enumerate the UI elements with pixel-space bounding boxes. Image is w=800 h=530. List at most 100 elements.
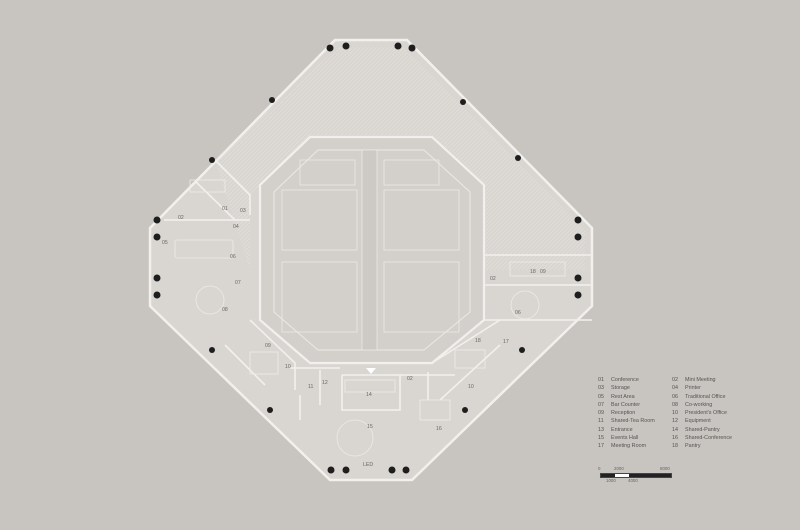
legend-number: 05 [598, 393, 604, 400]
legend-number: 03 [598, 385, 604, 392]
legend-entry: 13 Entrance [598, 426, 672, 434]
interior-walls [164, 159, 592, 420]
room-tag-05: 05 [162, 240, 168, 246]
legend-room-name: Events Hall [611, 435, 639, 442]
legend-entry: 03 Storage [598, 384, 672, 392]
legend-number: 02 [672, 377, 678, 383]
legend-room-name: Entrance [611, 426, 633, 433]
legend-room-name: Bar Counter [611, 401, 641, 408]
room-tag-10: 10 [285, 364, 291, 370]
legend-number: 09 [598, 410, 604, 417]
core-rooms [281, 159, 460, 333]
legend-entry: 16 Shared-Conference [672, 434, 746, 442]
room-tag-01: 01 [222, 206, 228, 212]
room-tag-07: 07 [235, 280, 241, 286]
room-tag-03: 03 [240, 208, 246, 214]
room-tag-09: 09 [265, 343, 271, 349]
legend-room-name: Traditional Office [685, 393, 726, 400]
legend-number: 11 [598, 418, 604, 425]
legend-room-name: Shared-Pantry [685, 426, 720, 433]
legend-room-name: Pantry [685, 443, 701, 450]
legend-room-name: Mini Meeting [685, 377, 716, 383]
legend-number: 17 [598, 443, 604, 450]
room-tag-08: 08 [222, 307, 228, 313]
legend-entry: 06 Traditional Office [672, 393, 746, 401]
scale-bar: 0 2000 8000 1000 4000 [598, 466, 688, 488]
scale-tick-4000: 4000 [628, 478, 638, 483]
legend-room-name: Printer [685, 385, 701, 392]
legend-number: 15 [598, 435, 604, 442]
legend-entry: 07 Bar Counter [598, 401, 672, 409]
legend-row: 15 Events Hall 16 Shared-Conference [598, 434, 748, 442]
legend-number: 16 [672, 435, 678, 442]
legend-row: 09 Reception 10 President's Office [598, 409, 748, 417]
room-tag-09-alt: 09 [540, 269, 546, 275]
legend-room-name: Conference [611, 377, 639, 383]
legend-room-name: Meeting Room [611, 443, 647, 450]
room-tag-14: 14 [366, 392, 372, 398]
legend-number: 06 [672, 393, 678, 400]
legend-number: 18 [672, 443, 678, 450]
room-tag-17: 17 [503, 339, 509, 345]
scale-bar-segments [600, 473, 672, 478]
legend-row: 05 Rest Area 06 Traditional Office [598, 393, 748, 401]
open-office-area [215, 47, 585, 270]
room-tag-12: 12 [322, 380, 328, 386]
legend-entry: 02 Mini Meeting [672, 376, 746, 384]
legend-row: 07 Bar Counter 08 Co-working [598, 401, 748, 409]
legend-room-name: Co-working [685, 401, 713, 408]
room-tag-10-alt: 10 [468, 384, 474, 390]
legend-number: 12 [672, 418, 678, 425]
legend-entry: 12 Equipment [672, 417, 746, 425]
legend-row: 01 Conference 02 Mini Meeting [598, 376, 748, 384]
legend-room-name: Storage [611, 385, 630, 392]
furniture [174, 179, 566, 457]
scale-tick-8000: 8000 [660, 466, 670, 471]
scale-tick-1000: 1000 [606, 478, 616, 483]
room-tag-18-alt: 18 [530, 269, 536, 275]
legend-number: 13 [598, 426, 604, 433]
led-label: LED [363, 462, 373, 468]
room-tag-06-alt: 06 [515, 310, 521, 316]
legend-entry: 01 Conference [598, 376, 672, 384]
legend-entry: 05 Rest Area [598, 393, 672, 401]
legend-number: 14 [672, 426, 678, 433]
room-tag-02-alt: 02 [178, 215, 184, 221]
legend-room-name: Shared-Tea Room [611, 418, 655, 425]
room-tag-02-alt: 02 [407, 376, 413, 382]
entrance-arrow-icon [366, 368, 376, 374]
room-tag-15: 15 [367, 424, 373, 430]
scale-tick-2000: 2000 [614, 466, 624, 471]
room-tag-04: 04 [233, 224, 239, 230]
scale-tick-0: 0 [598, 466, 601, 471]
legend-entry: 10 President's Office [672, 409, 746, 417]
legend-room-name: Shared-Conference [685, 435, 733, 442]
legend-room-name: Equipment [685, 418, 711, 425]
room-tag-18: 18 [475, 338, 481, 344]
legend-number: 07 [598, 401, 604, 408]
legend-row: 11 Shared-Tea Room 12 Equipment [598, 417, 748, 425]
legend-entry: 14 Shared-Pantry [672, 426, 746, 434]
legend-entry: 09 Reception [598, 409, 672, 417]
legend-number: 10 [672, 410, 678, 417]
legend-entry: 08 Co-working [672, 401, 746, 409]
legend-entry: 17 Meeting Room [598, 442, 672, 450]
legend-entry: 18 Pantry [672, 442, 746, 450]
legend-number: 01 [598, 377, 604, 383]
legend-number: 08 [672, 401, 678, 408]
legend-room-name: Reception [611, 410, 636, 417]
legend-entry: 15 Events Hall [598, 434, 672, 442]
core-corridor [361, 149, 378, 351]
legend-room-name: President's Office [685, 410, 727, 417]
structural-columns [153, 42, 582, 474]
room-tag-11: 11 [308, 384, 313, 390]
legend-row: 17 Meeting Room 18 Pantry [598, 442, 748, 450]
legend-row: 13 Entrance 14 Shared-Pantry [598, 426, 748, 434]
room-tag-02: 02 [490, 276, 496, 282]
legend-entry: 11 Shared-Tea Room [598, 417, 672, 425]
legend-room-name: Rest Area [611, 393, 635, 400]
